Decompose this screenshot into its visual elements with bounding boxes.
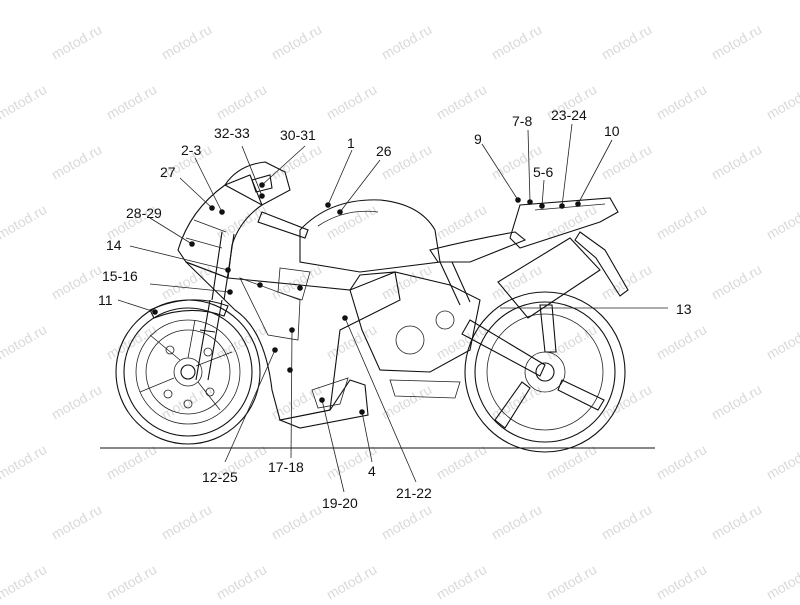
watermark-text: motod.ru [434, 321, 490, 362]
watermark-text: motod.ru [0, 0, 49, 3]
watermark-text: motod.ru [434, 561, 490, 600]
label-17-18: 17-18 [268, 459, 304, 475]
watermark-text: motod.ru [214, 81, 270, 122]
watermark-text: motod.ru [269, 501, 325, 542]
watermark-text: motod.ru [709, 501, 765, 542]
watermark-text: motod.ru [0, 561, 49, 600]
watermark-text: motod.ru [654, 561, 710, 600]
watermark-text: motod.ru [104, 81, 160, 122]
watermark-text: motod.ru [764, 81, 800, 122]
label-11: 11 [98, 292, 113, 308]
watermark-text: motod.ru [0, 441, 49, 482]
watermark-text: motod.ru [489, 21, 545, 62]
watermark-text: motod.ru [489, 501, 545, 542]
engine-cover [396, 326, 424, 354]
watermark-text: motod.ru [599, 501, 655, 542]
watermark-text: motod.ru [269, 261, 325, 302]
watermark-text: motod.ru [214, 0, 270, 3]
watermark-text: motod.ru [214, 321, 270, 362]
label-1: 1 [347, 135, 355, 151]
watermark-text: motod.ru [709, 261, 765, 302]
label-14: 14 [106, 237, 122, 253]
watermark-text: motod.ru [159, 21, 215, 62]
watermark-text: motod.ru [379, 381, 435, 422]
watermark-text: motod.ru [0, 81, 49, 122]
watermark-text: motod.ru [434, 0, 490, 3]
watermark-text: motod.ru [654, 441, 710, 482]
watermark-text: motod.ru [434, 441, 490, 482]
watermark-text: motod.ru [104, 441, 160, 482]
watermark-text: motod.ru [544, 201, 600, 242]
label-23-24: 23-24 [551, 107, 587, 123]
watermark-text: motod.ru [764, 201, 800, 242]
watermark-text: motod.ru [544, 0, 600, 3]
label-27: 27 [160, 164, 176, 180]
label-19-20: 19-20 [322, 495, 358, 511]
label-13: 13 [676, 301, 692, 317]
watermark-text: motod.ru [269, 141, 325, 182]
watermark-text: motod.ru [599, 21, 655, 62]
watermark-text: motod.ru [324, 321, 380, 362]
watermark-text: motod.ru [764, 321, 800, 362]
watermark-text: motod.ru [0, 321, 49, 362]
label-5-6: 5-6 [533, 164, 553, 180]
watermark-text: motod.ru [49, 21, 105, 62]
label-10: 10 [604, 123, 620, 139]
watermark-text: motod.ru [764, 0, 800, 3]
label-28-29: 28-29 [126, 205, 162, 221]
watermark-text: motod.ru [599, 141, 655, 182]
watermark-text: motod.ru [49, 141, 105, 182]
watermark-text: motod.ru [269, 21, 325, 62]
label-9: 9 [474, 131, 482, 147]
label-21-22: 21-22 [396, 485, 432, 501]
engine-cover-small [436, 311, 454, 329]
label-2-3: 2-3 [181, 142, 201, 158]
watermark-text: motod.ru [49, 261, 105, 302]
watermark-text: motod.ru [489, 381, 545, 422]
watermark-text: motod.ru [214, 561, 270, 600]
watermark-text: motod.ru [104, 0, 160, 3]
watermark-text: motod.ru [489, 261, 545, 302]
watermark-text: motod.ru [324, 81, 380, 122]
watermark-text: motod.ru [379, 261, 435, 302]
watermark-text: motod.ru [434, 201, 490, 242]
watermark-text: motod.ru [654, 321, 710, 362]
label-4: 4 [368, 463, 376, 479]
watermark-text: motod.ru [654, 0, 710, 3]
watermark-text: motod.ru [49, 381, 105, 422]
watermark-text: motod.ru [434, 81, 490, 122]
watermark-text: motod.ru [324, 561, 380, 600]
watermark-text: motod.ru [599, 261, 655, 302]
label-26: 26 [376, 143, 392, 159]
watermark-text: motod.ru [544, 321, 600, 362]
front-fender [150, 300, 228, 318]
watermark-text: motod.ru [49, 501, 105, 542]
watermark-text: motod.ru [104, 561, 160, 600]
label-12-25: 12-25 [202, 469, 238, 485]
watermark-text: motod.ru [654, 201, 710, 242]
watermark-text: motod.ru [379, 21, 435, 62]
watermark-text: motod.ru [709, 141, 765, 182]
front-wheel [116, 300, 260, 444]
leader-lines [118, 124, 668, 492]
watermark-text: motod.ru [654, 81, 710, 122]
watermark-text: motod.ru [764, 561, 800, 600]
watermark-text: motod.ru [544, 561, 600, 600]
label-32-33: 32-33 [214, 125, 250, 141]
label-15-16: 15-16 [102, 268, 138, 284]
watermark-text: motod.ru [0, 201, 49, 242]
watermark-text: motod.ru [159, 501, 215, 542]
watermark-text: motod.ru [599, 381, 655, 422]
watermark-text: motod.ru [159, 381, 215, 422]
watermark-text: motod.ru [379, 501, 435, 542]
watermark-text: motod.ru [709, 21, 765, 62]
label-7-8: 7-8 [512, 113, 532, 129]
watermark-text: motod.ru [324, 0, 380, 3]
label-30-31: 30-31 [280, 127, 316, 143]
watermark-text: motod.ru [764, 441, 800, 482]
rear-wheel [465, 292, 625, 452]
watermark-text: motod.ru [709, 381, 765, 422]
